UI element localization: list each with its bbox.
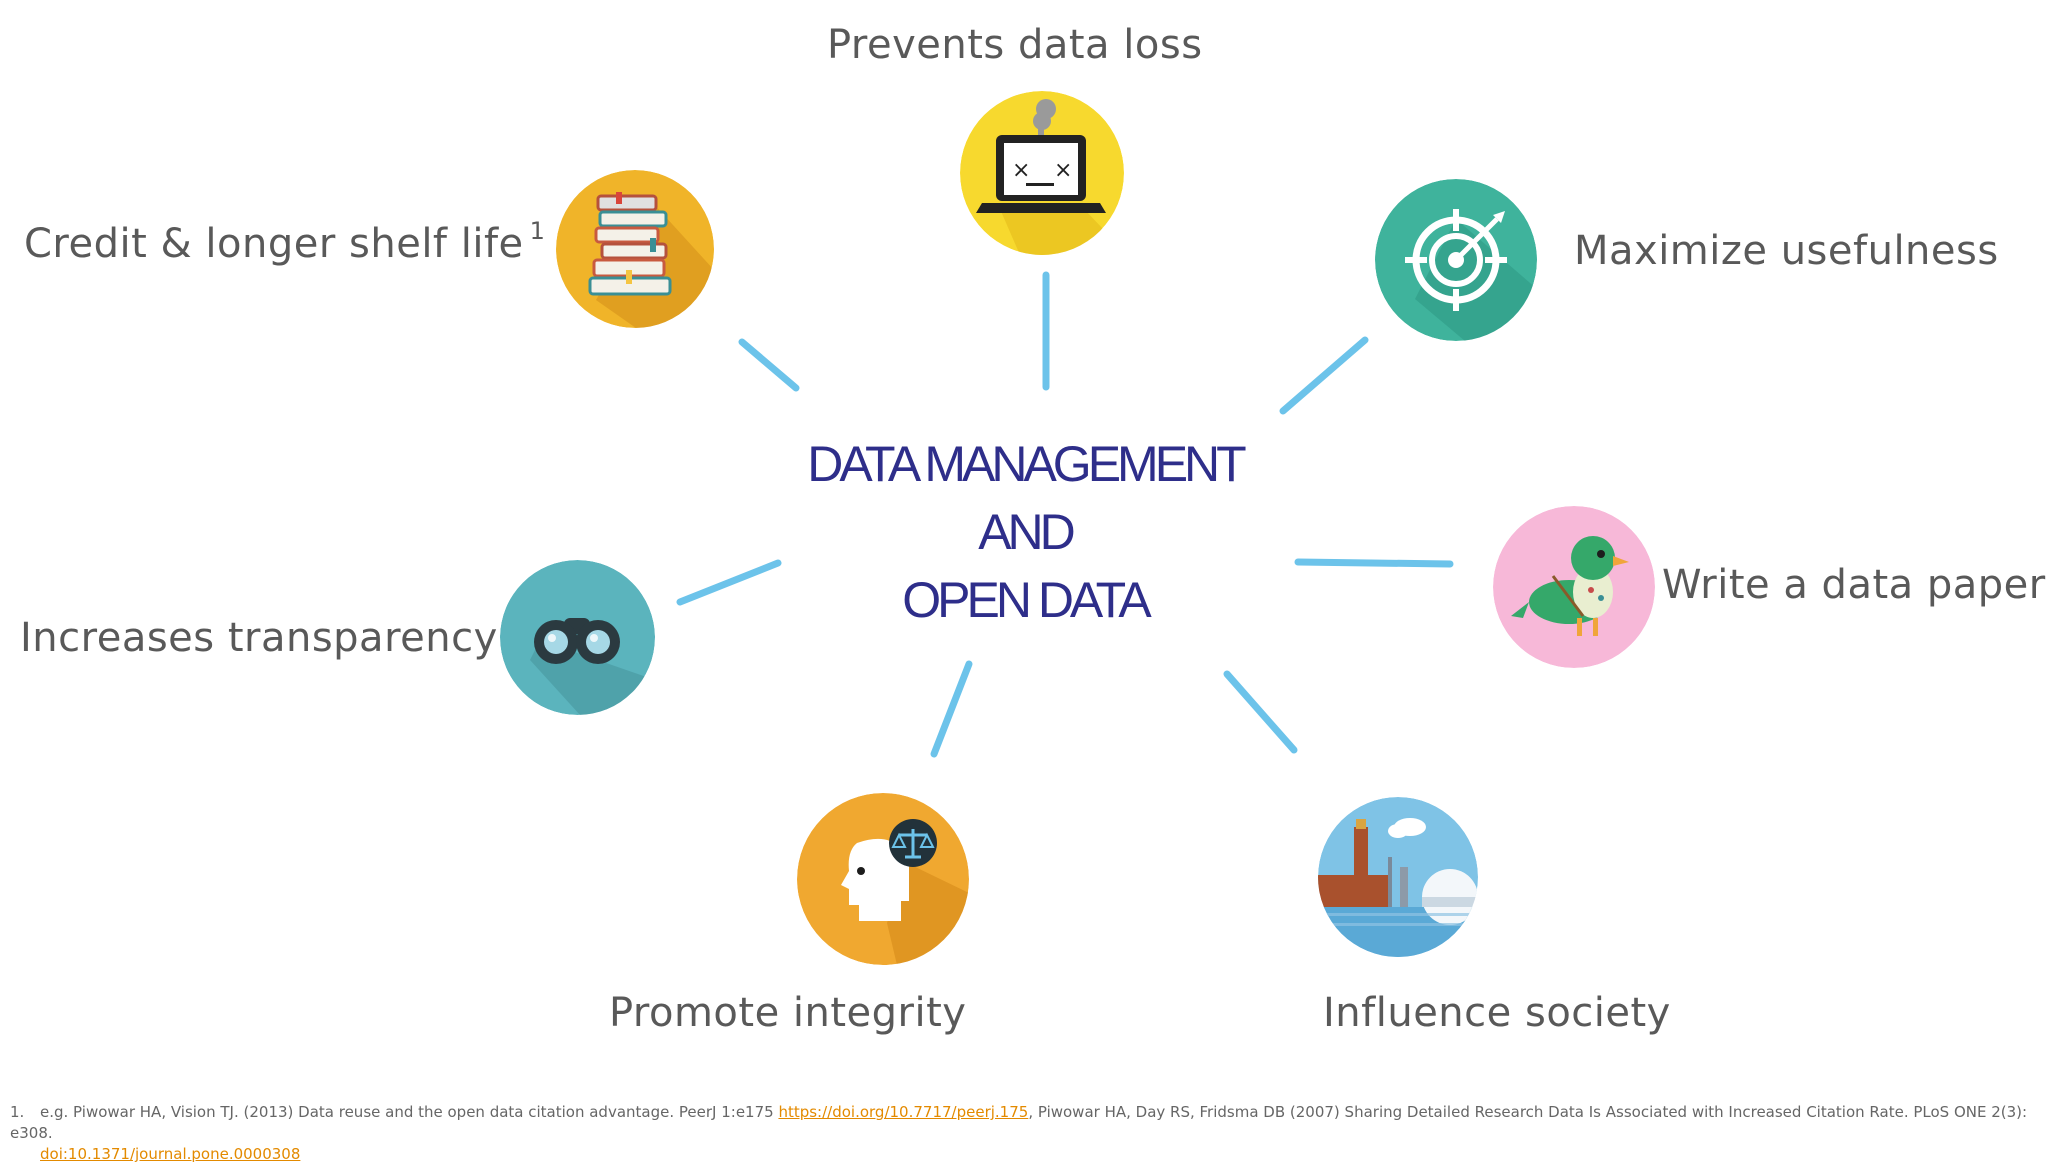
label-increases-transparency: Increases transparency: [20, 615, 498, 661]
svg-text:×: ×: [1054, 158, 1072, 183]
label-prevents-data-loss: Prevents data loss: [827, 22, 1203, 68]
footnote-number: 1.: [10, 1103, 25, 1121]
center-title-line2: AND: [978, 504, 1076, 560]
broken-laptop-icon: × ×: [960, 91, 1124, 255]
footnote-link-plos[interactable]: doi:10.1371/journal.pone.0000308: [40, 1145, 301, 1163]
connector-society: [1223, 670, 1298, 754]
svg-text:×: ×: [1012, 158, 1030, 183]
binoculars-icon: [500, 560, 655, 715]
label-influence-society: Influence society: [1323, 990, 1671, 1036]
footnote-ref: 1: [529, 217, 546, 245]
connector-maximize: [1279, 336, 1369, 415]
target-icon: [1375, 179, 1537, 341]
book-stack-icon: [556, 170, 714, 328]
footnote: 1. e.g. Piwowar HA, Vision TJ. (2013) Dat…: [10, 1102, 2030, 1165]
footnote-link-peerj[interactable]: https://doi.org/10.7717/peerj.175: [778, 1103, 1029, 1121]
label-credit-text: Credit & longer shelf life: [24, 221, 524, 267]
connector-transparency: [676, 559, 782, 606]
city-skyline-icon: [1318, 797, 1478, 957]
head-scales-icon: [797, 793, 969, 965]
label-promote-integrity: Promote integrity: [609, 990, 967, 1036]
center-title-line1: DATA MANAGEMENT: [807, 436, 1246, 492]
footnote-text-a: e.g. Piwowar HA, Vision TJ. (2013) Data …: [40, 1103, 779, 1121]
label-write-data-paper: Write a data paper: [1662, 562, 2046, 608]
connector-data-paper: [1294, 558, 1454, 568]
center-title: DATA MANAGEMENT AND OPEN DATA: [760, 430, 1290, 634]
footnote-text-b: , Piwowar HA, Day RS, Fridsma DB (2007) …: [10, 1103, 2028, 1142]
connector-credit: [738, 338, 800, 392]
connector-integrity: [930, 660, 973, 758]
bird-writer-icon: [1493, 506, 1655, 668]
label-maximize-usefulness: Maximize usefulness: [1574, 228, 1999, 274]
center-title-line3: OPEN DATA: [902, 572, 1152, 628]
